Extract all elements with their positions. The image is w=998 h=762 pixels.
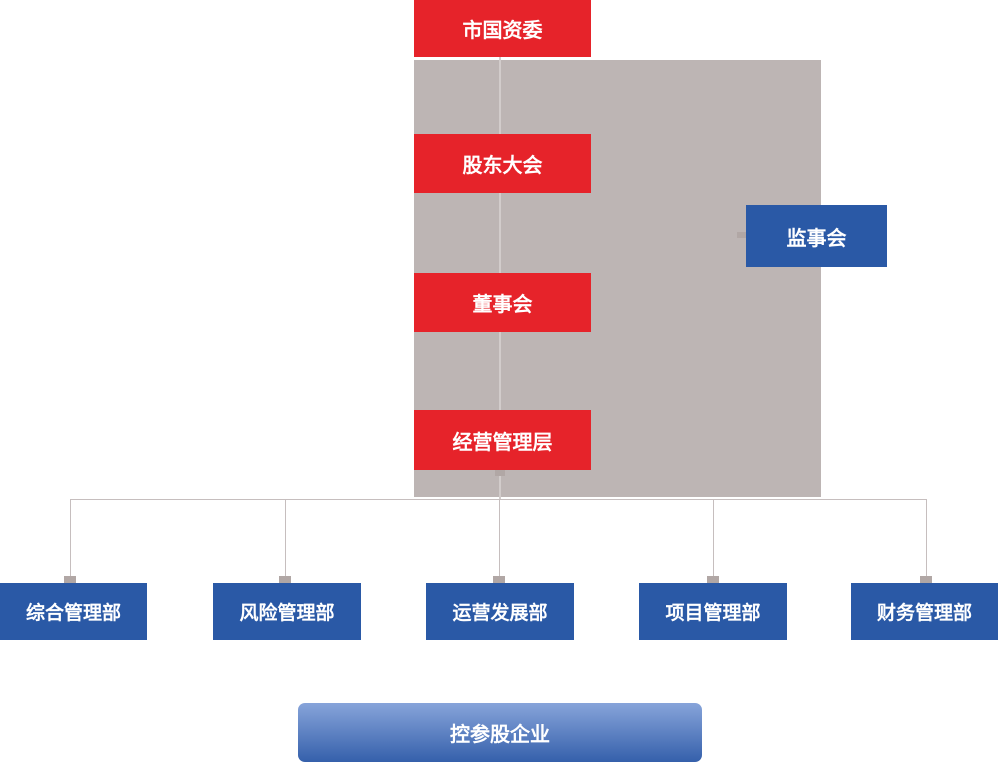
dept-node-label: 风险管理部 — [239, 603, 335, 624]
dept-node-label: 综合管理部 — [25, 603, 121, 624]
node-subsidiaries-label: 控参股企业 — [450, 724, 550, 746]
dept-node: 运营发展部 — [426, 583, 574, 640]
connector-horizontal-line — [70, 499, 926, 500]
dept-node: 风险管理部 — [213, 583, 361, 640]
connector-drop-dept-1 — [70, 499, 71, 577]
connector-drop-dept-2 — [285, 499, 286, 577]
dept-node-label: 财务管理部 — [876, 603, 972, 624]
connector-nub-dept-1 — [64, 576, 76, 583]
node-supervisory-board: 监事会 — [746, 205, 887, 267]
dept-node-label: 运营发展部 — [452, 603, 548, 624]
node-management-team-label: 经营管理层 — [452, 431, 553, 454]
dept-node: 综合管理部 — [0, 583, 147, 640]
dept-node-label: 项目管理部 — [665, 603, 761, 624]
node-subsidiaries: 控参股企业 — [298, 703, 702, 762]
node-board-of-directors-label: 董事会 — [472, 294, 533, 316]
node-supervisory-board-label: 监事会 — [786, 227, 847, 250]
connector-nub-dept-5 — [920, 576, 932, 583]
connector-nub-dept-4 — [707, 576, 719, 583]
node-board-of-directors: 董事会 — [414, 273, 591, 332]
connector-nub-dept-3 — [493, 576, 505, 583]
node-shareholders-meeting-label: 股东大会 — [462, 155, 543, 177]
connector-drop-dept-5 — [926, 499, 927, 577]
node-sasac: 市国资委 — [414, 0, 591, 57]
node-sasac-label: 市国资委 — [462, 20, 543, 42]
connector-nub-management — [495, 470, 505, 476]
node-shareholders-meeting: 股东大会 — [414, 134, 591, 193]
dept-node: 财务管理部 — [851, 583, 998, 640]
node-management-team: 经营管理层 — [414, 410, 591, 470]
dept-node: 项目管理部 — [639, 583, 787, 640]
connector-drop-dept-4 — [713, 499, 714, 577]
connector-nub-supervisory-board — [737, 232, 747, 238]
connector-nub-dept-2 — [279, 576, 291, 583]
connector-drop-dept-3 — [499, 499, 500, 577]
